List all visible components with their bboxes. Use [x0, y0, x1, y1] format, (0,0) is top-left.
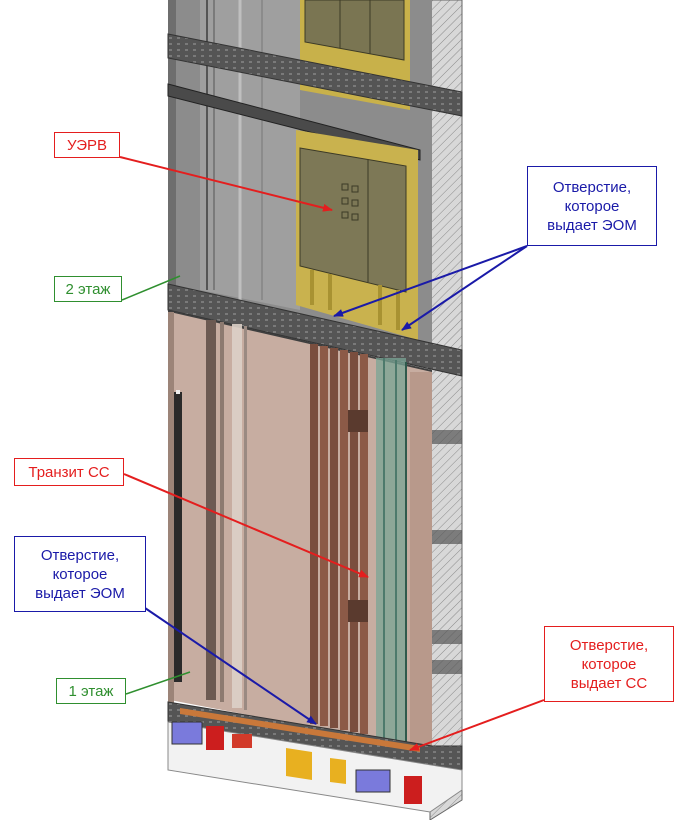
- floor-2-label: 2 этаж: [54, 276, 122, 302]
- transit-ss-leader: [123, 473, 369, 578]
- uerv-leader: [119, 156, 333, 212]
- second-floor-slab: [167, 283, 463, 377]
- ss-opening-label: Отверстие, которое выдает СС: [544, 626, 674, 702]
- eom-top-leader-a: [333, 245, 528, 317]
- uerv-label: УЭРВ: [54, 132, 120, 158]
- eom-bottom-leader: [144, 607, 317, 725]
- lower-shaft-left-edge: [168, 312, 174, 712]
- floor1-leader: [125, 671, 191, 695]
- eom-opening-top-label: Отверстие, которое выдает ЭОМ: [527, 166, 657, 246]
- green-riser: [376, 358, 406, 742]
- foundation-openings: [171, 721, 422, 804]
- upper-floor-slab: [167, 33, 463, 117]
- left-vertical-pipe: [174, 392, 182, 682]
- upper-shaft-left-edge: [168, 0, 176, 300]
- transit-ss-bundle: [310, 344, 368, 734]
- floor2-leader: [121, 275, 181, 301]
- upper-panel: [304, 0, 405, 61]
- eom-top-leader-b: [401, 245, 528, 331]
- transit-ss-label: Транзит СС: [14, 458, 124, 486]
- uerv-panel-sockets: [341, 183, 359, 221]
- eom-opening-bottom-label: Отверстие, которое выдает ЭОМ: [14, 536, 146, 612]
- ss-opening-leader: [409, 699, 545, 751]
- floor-1-label: 1 этаж: [56, 678, 126, 704]
- lower-shaft-right-wall: [410, 372, 432, 750]
- first-floor-orange-strip: [180, 708, 420, 752]
